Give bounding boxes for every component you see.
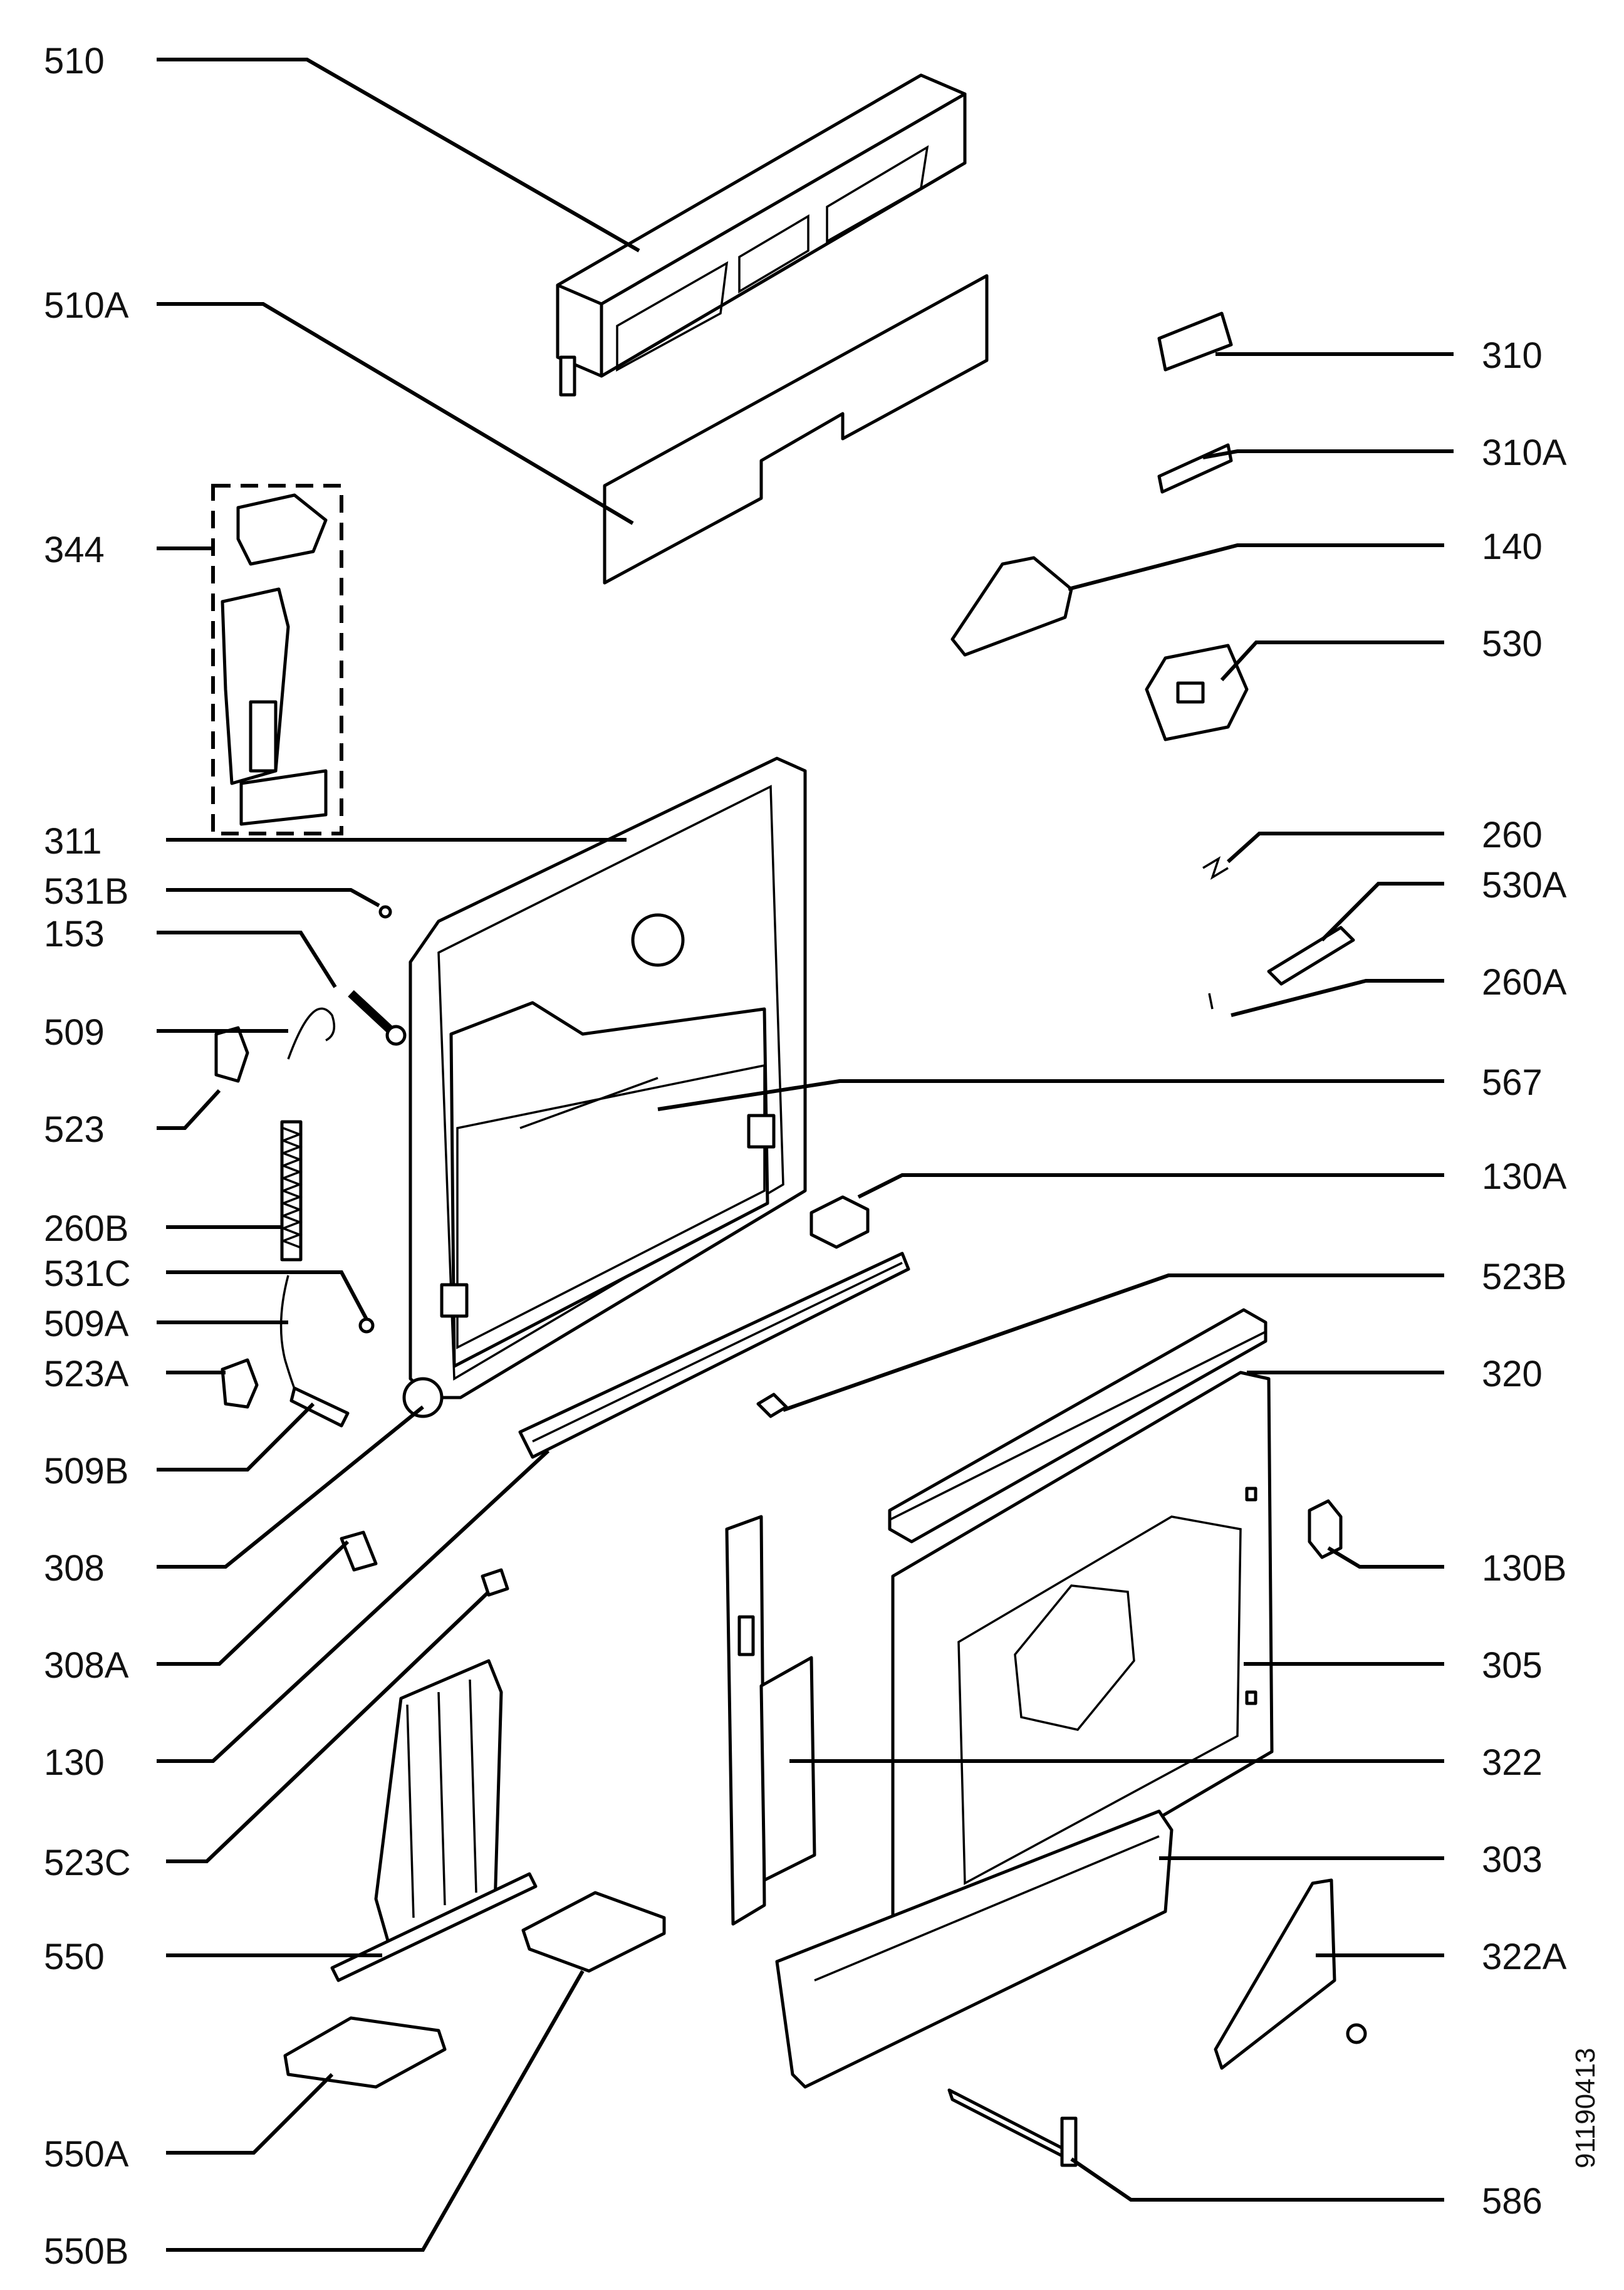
part-260B-spring xyxy=(280,1120,303,1262)
part-509A-cable xyxy=(279,1275,302,1404)
part-523B-clip xyxy=(756,1393,788,1418)
leader-531C xyxy=(166,1270,368,1320)
part-130B-block xyxy=(1308,1499,1343,1559)
leader-510A xyxy=(157,302,634,525)
part-510-control-panel xyxy=(556,73,967,397)
part-153-bolt xyxy=(348,990,407,1046)
callout-344: 344 xyxy=(44,530,105,570)
part-550A-foot xyxy=(283,2016,447,2089)
part-550-plinth-bracket xyxy=(330,1659,538,1982)
callout-311: 311 xyxy=(44,821,102,862)
callout-531B: 531B xyxy=(44,871,128,912)
leader-530A xyxy=(1320,882,1444,942)
callout-130B: 130B xyxy=(1482,1548,1566,1589)
part-510A-front-panel xyxy=(603,274,989,585)
leader-130B xyxy=(1327,1546,1444,1569)
callout-523A: 523A xyxy=(44,1354,129,1394)
callout-509A: 509A xyxy=(44,1304,129,1344)
leader-308A xyxy=(157,1540,350,1666)
callout-260B: 260B xyxy=(44,1208,128,1249)
part-531C-screw xyxy=(358,1317,375,1334)
callout-509B: 509B xyxy=(44,1451,128,1492)
callout-510: 510 xyxy=(44,41,105,81)
leader-523C xyxy=(166,1590,491,1863)
leader-523 xyxy=(157,1089,221,1130)
leader-308 xyxy=(157,1405,424,1569)
callout-140: 140 xyxy=(1482,526,1543,567)
callout-586: 586 xyxy=(1482,2181,1543,2222)
callout-labels: 510 510A 344 311 531B 153 509 523 260B 5… xyxy=(44,41,1567,2272)
part-130-rail xyxy=(518,1252,910,1459)
part-550B-foot xyxy=(521,1891,666,1973)
part-140-hinge-cover xyxy=(950,556,1073,657)
part-260-spring xyxy=(1202,856,1229,880)
part-320-door-strip xyxy=(888,1308,1267,1544)
part-344-hinge-assembly xyxy=(211,484,343,835)
leader-153 xyxy=(157,931,337,988)
part-586-strip xyxy=(947,2088,1078,2167)
part-523-clip xyxy=(214,1026,249,1083)
callout-523B: 523B xyxy=(1482,1257,1566,1297)
leader-586 xyxy=(1070,2157,1444,2202)
callout-567: 567 xyxy=(1482,1062,1543,1103)
callout-303: 303 xyxy=(1482,1839,1543,1880)
callout-322: 322 xyxy=(1482,1742,1543,1783)
leader-530 xyxy=(1220,640,1444,682)
part-260A-pin xyxy=(1208,993,1214,1010)
callout-308A: 308A xyxy=(44,1645,129,1686)
part-322-side-trim xyxy=(725,1515,816,1926)
leader-lines xyxy=(157,58,1454,2252)
callout-510A: 510A xyxy=(44,285,129,326)
part-310-clip xyxy=(1157,311,1233,372)
leader-550B xyxy=(166,1970,585,2252)
part-303-kick-panel xyxy=(775,1809,1174,2089)
callout-260: 260 xyxy=(1482,815,1543,855)
leader-140 xyxy=(1068,543,1444,591)
callout-308: 308 xyxy=(44,1548,105,1589)
leader-130A xyxy=(857,1173,1444,1199)
callout-523C: 523C xyxy=(44,1843,131,1883)
leader-567 xyxy=(657,1079,1444,1111)
leader-510 xyxy=(157,58,640,253)
callout-310: 310 xyxy=(1482,335,1543,376)
leader-260 xyxy=(1226,832,1444,864)
callout-550: 550 xyxy=(44,1937,105,1977)
leader-130 xyxy=(157,1449,550,1763)
part-523A-clip xyxy=(221,1358,259,1409)
part-509B-bar xyxy=(289,1386,350,1428)
drawing-code: 91190413 xyxy=(1570,2048,1601,2169)
callout-550A: 550A xyxy=(44,2134,129,2175)
leader-531B xyxy=(166,888,380,907)
callout-130: 130 xyxy=(44,1742,105,1783)
callout-550B: 550B xyxy=(44,2231,128,2272)
part-523C-clip xyxy=(481,1568,509,1597)
leader-509B xyxy=(157,1402,315,1472)
leader-260A xyxy=(1231,979,1444,1017)
part-310A-clip xyxy=(1157,443,1233,494)
callout-260A: 260A xyxy=(1482,962,1567,1003)
callout-153: 153 xyxy=(44,914,105,954)
callout-531C: 531C xyxy=(44,1253,131,1294)
part-308A-bracket xyxy=(340,1530,378,1572)
part-322A-corner-trim xyxy=(1214,1878,1367,2070)
part-530A-latch xyxy=(1267,926,1355,986)
callout-305: 305 xyxy=(1482,1645,1543,1686)
callout-130A: 130A xyxy=(1482,1156,1567,1197)
callout-310A: 310A xyxy=(1482,432,1567,473)
leader-523B xyxy=(783,1273,1444,1412)
part-531B-screw xyxy=(378,905,392,919)
leader-310A xyxy=(1202,449,1454,459)
leader-550A xyxy=(166,2073,334,2155)
callout-509: 509 xyxy=(44,1012,105,1053)
callout-523: 523 xyxy=(44,1109,105,1150)
callout-322A: 322A xyxy=(1482,1937,1567,1977)
callout-530A: 530A xyxy=(1482,865,1567,906)
part-130A-block xyxy=(809,1195,870,1249)
part-530-lock xyxy=(1145,644,1249,741)
callout-530: 530 xyxy=(1482,624,1543,664)
callout-320: 320 xyxy=(1482,1354,1543,1394)
part-311-inner-door xyxy=(402,756,807,1418)
part-509-cable xyxy=(287,1007,336,1060)
